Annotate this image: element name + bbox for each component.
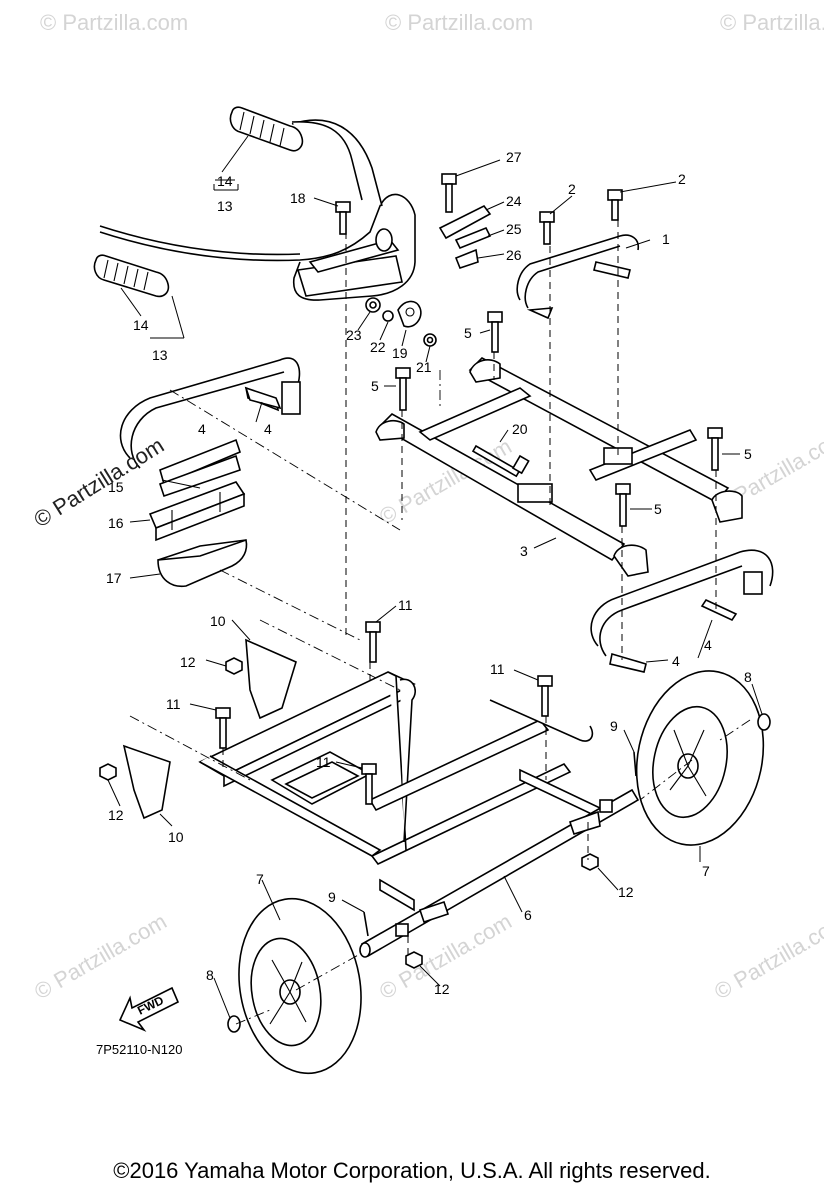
diagram-code: 7P52110-N120 — [96, 1042, 183, 1057]
right-bumper — [590, 549, 774, 673]
partzilla-watermark: © Partzilla.com — [29, 432, 168, 532]
leader-lines — [107, 135, 763, 1019]
callout-10: 10 — [168, 829, 184, 845]
handle-grip-lower — [93, 254, 170, 298]
rear-bumper-1 — [516, 234, 640, 320]
callout-12: 12 — [618, 884, 634, 900]
callout-12: 12 — [180, 654, 196, 670]
callout-24: 24 — [506, 193, 522, 209]
bracket-4-front — [244, 386, 282, 410]
wheel-left — [238, 897, 362, 1075]
callout-2: 2 — [568, 181, 576, 197]
callout-26: 26 — [506, 247, 522, 263]
watermark-bottom-right: © Partzilla.com — [710, 909, 824, 1005]
callout-13: 13 — [152, 347, 168, 363]
callout-16: 16 — [108, 515, 124, 531]
callout-9: 9 — [328, 889, 336, 905]
bolts-2 — [539, 189, 623, 245]
watermark-top-right: © Partzilla.com — [720, 10, 824, 35]
bolt-18 — [335, 201, 351, 235]
callout-15: 15 — [108, 479, 124, 495]
callout-12: 12 — [108, 807, 124, 823]
watermark-top-left: © Partzilla.com — [40, 10, 188, 35]
callout-14: 14 — [133, 317, 149, 333]
callout-27: 27 — [506, 149, 522, 165]
callout-5: 5 — [654, 501, 662, 517]
brackets-10 — [122, 638, 297, 820]
assembly-lines — [129, 220, 751, 1025]
callout-8: 8 — [206, 967, 214, 983]
callout-20: 20 — [512, 421, 528, 437]
bolt-20 — [471, 444, 530, 478]
callout-1: 1 — [662, 231, 670, 247]
callout-14: 14 — [217, 173, 233, 189]
callout-5: 5 — [371, 378, 379, 394]
handle-grip-upper — [229, 106, 304, 152]
bolt-27 — [441, 173, 457, 213]
pad-16 — [148, 481, 246, 542]
callout-4: 4 — [704, 637, 712, 653]
frame-3 — [375, 357, 743, 577]
callout-10: 10 — [210, 613, 226, 629]
carry-handle — [99, 119, 416, 301]
callout-11: 11 — [398, 597, 413, 613]
callout-5: 5 — [744, 446, 752, 462]
fwd-arrow-icon: FWD — [118, 986, 180, 1032]
callout-4: 4 — [198, 421, 206, 437]
pad-15 — [158, 438, 241, 498]
bracket-24-25-26 — [438, 204, 492, 269]
callout-9: 9 — [610, 718, 618, 734]
callout-2: 2 — [678, 171, 686, 187]
callout-7: 7 — [702, 863, 710, 879]
base-frame — [198, 671, 601, 912]
axle-6 — [359, 788, 640, 958]
callout-7: 7 — [256, 871, 264, 887]
nuts-12 — [99, 657, 599, 969]
callouts: 27 2 2 1 24 25 26 18 14 13 14 13 23 22 1… — [106, 149, 752, 997]
callout-11: 11 — [490, 661, 505, 677]
watermark-bottom-left: © Partzilla.com — [30, 909, 171, 1005]
callout-21: 21 — [416, 359, 432, 375]
front-bumper — [119, 357, 301, 469]
callout-11: 11 — [166, 696, 181, 712]
callout-22: 22 — [370, 339, 386, 355]
callout-17: 17 — [106, 570, 122, 586]
watermark-top-center: © Partzilla.com — [385, 10, 533, 35]
callout-13: 13 — [217, 198, 233, 214]
callout-23: 23 — [346, 327, 362, 343]
bolts-11 — [215, 621, 553, 805]
faint-watermarks: © Partzilla.com © Partzilla.com © Partzi… — [30, 10, 824, 1004]
callout-25: 25 — [506, 221, 522, 237]
washers-8 — [227, 713, 771, 1033]
callout-4: 4 — [672, 653, 680, 669]
callout-18: 18 — [290, 190, 306, 206]
callout-19: 19 — [392, 345, 408, 361]
callout-3: 3 — [520, 543, 528, 559]
bracket-17 — [157, 538, 248, 588]
wheel-right — [635, 670, 765, 846]
bolts-5 — [395, 311, 723, 527]
callout-5: 5 — [464, 325, 472, 341]
label-brackets — [213, 184, 239, 191]
callout-11: 11 — [316, 754, 331, 770]
fastener-group-19-23 — [365, 297, 437, 347]
callout-6: 6 — [524, 907, 532, 923]
pins-9 — [363, 751, 637, 937]
callout-8: 8 — [744, 669, 752, 685]
callout-12: 12 — [434, 981, 450, 997]
callout-4: 4 — [264, 421, 272, 437]
copyright-notice: ©2016 Yamaha Motor Corporation, U.S.A. A… — [113, 1158, 711, 1183]
